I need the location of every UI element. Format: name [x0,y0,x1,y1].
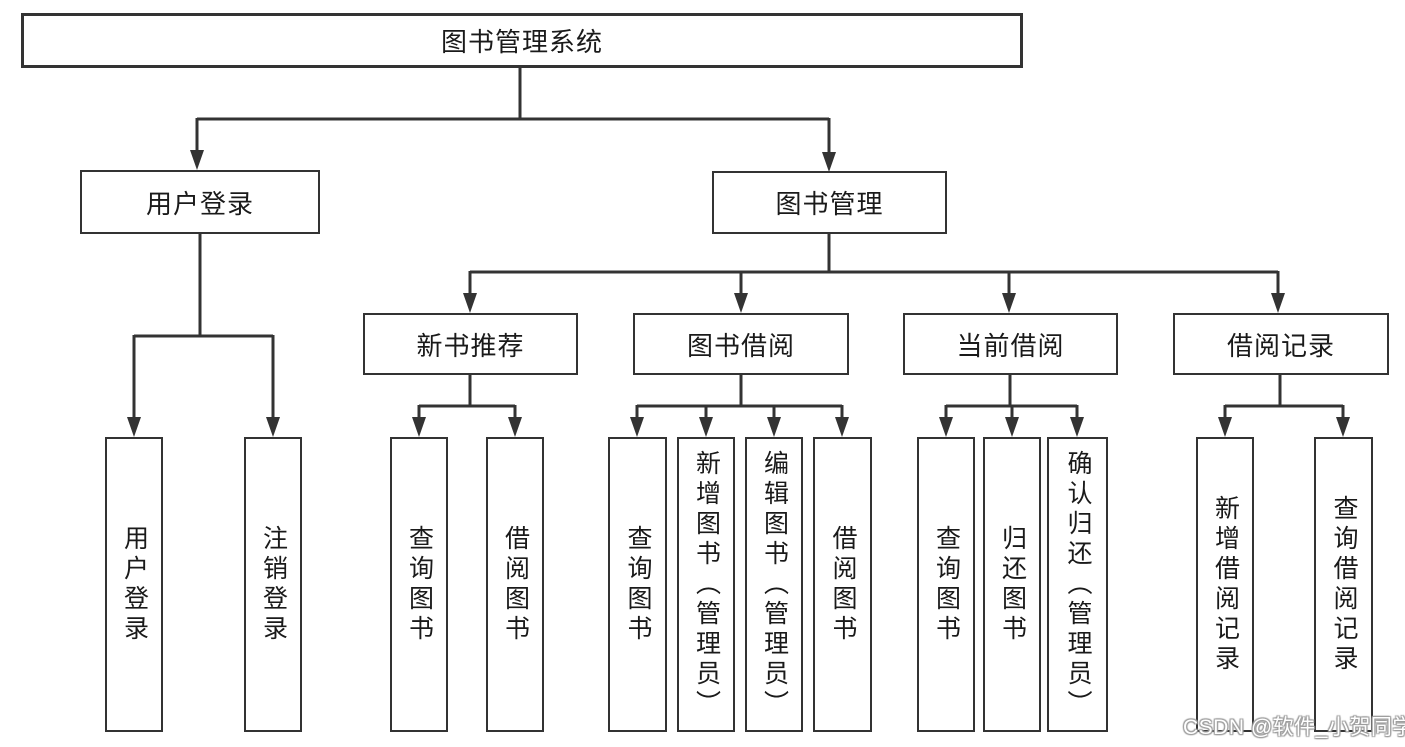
leaf-label: 归还图书 [998,524,1027,645]
leaf-query-books-borrow: 查询图书 [608,437,667,732]
node-book-borrowing: 图书借阅 [633,313,849,375]
node-label: 用户登录 [145,188,254,219]
leaf-label: 确认归还（管理员） [1064,449,1092,720]
leaf-user-login: 用户登录 [105,437,163,732]
leaf-return-book: 归还图书 [983,437,1041,732]
leaf-confirm-return-admin: 确认归还（管理员） [1047,437,1108,732]
node-label: 图书管理 [775,189,884,219]
leaf-label: 新增借阅记录 [1211,494,1240,675]
leaf-label: 新增图书（管理员） [692,449,721,720]
node-label: 借阅记录 [1226,330,1335,361]
leaf-label: 查询图书 [405,524,434,645]
leaf-logout: 注销登录 [244,437,302,732]
node-label: 图书管理系统 [440,27,603,57]
leaf-label: 查询借阅记录 [1330,494,1358,675]
leaf-label: 注销登录 [259,524,288,645]
node-label: 当前借阅 [956,330,1065,361]
leaf-borrow-books: 借阅图书 [813,437,872,732]
csdn-watermark: CSDN @软件_小贺同学 [1183,716,1405,739]
leaf-add-borrow-record: 新增借阅记录 [1196,437,1254,732]
leaf-label: 借阅图书 [829,524,857,645]
node-new-book-recommend: 新书推荐 [363,313,578,375]
leaf-edit-book-admin: 编辑图书（管理员） [745,437,803,732]
node-label: 图书借阅 [686,330,795,361]
arrowheads [127,150,1350,437]
node-book-management: 图书管理 [712,171,947,234]
leaf-borrow-books-recommend: 借阅图书 [486,437,544,732]
leaf-query-books-current: 查询图书 [917,437,975,732]
leaf-query-borrow-record: 查询借阅记录 [1314,437,1373,732]
leaf-label: 编辑图书（管理员） [760,449,789,720]
leaf-label: 用户登录 [120,524,149,645]
leaf-query-books-recommend: 查询图书 [390,437,448,732]
connector-paths [132,68,1345,423]
node-current-borrowing: 当前借阅 [903,313,1118,375]
leaf-label: 查询图书 [932,524,961,645]
node-borrow-records: 借阅记录 [1173,313,1389,375]
node-book-management-system: 图书管理系统 [21,13,1023,68]
leaf-label: 查询图书 [624,524,652,645]
node-user-login: 用户登录 [80,170,320,234]
leaf-add-book-admin: 新增图书（管理员） [677,437,735,732]
node-label: 新书推荐 [416,330,525,361]
leaf-label: 借阅图书 [501,524,530,645]
